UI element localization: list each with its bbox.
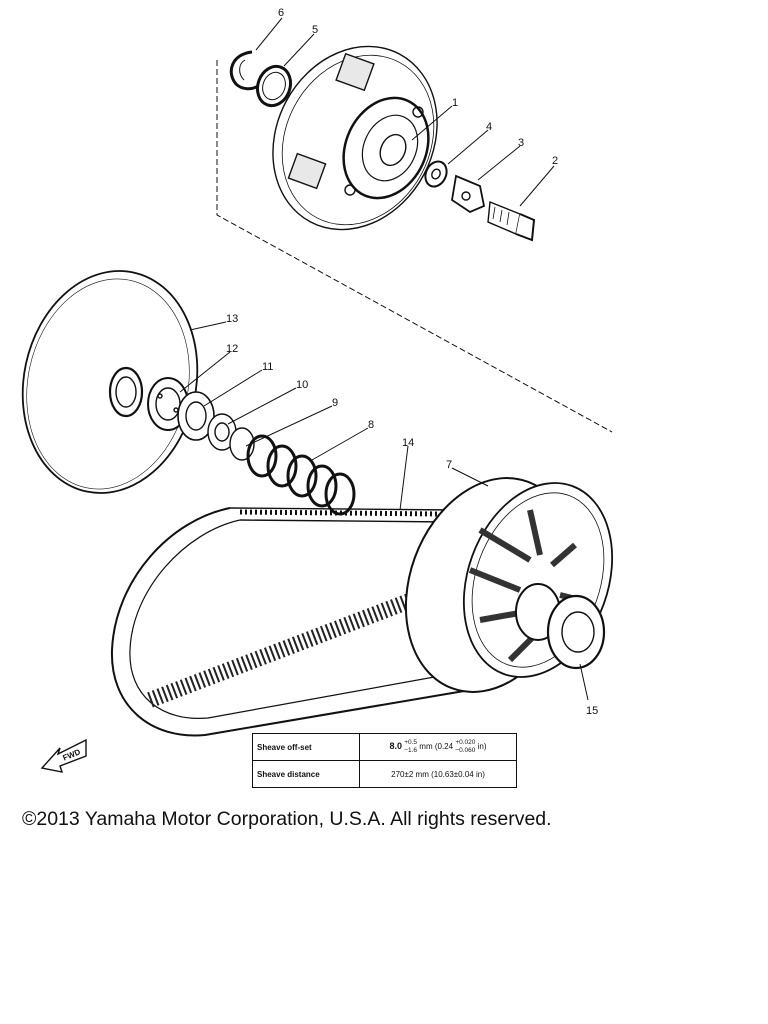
offset-tol-minus: −1.6 [404,747,418,754]
compression-spring-part-8 [246,434,356,516]
sheave-spec-table: Sheave off-set 8.0 +0.5 −1.6 mm (0.24 +0… [252,733,517,788]
spacer-part-11 [177,391,215,441]
callout-5: 5 [312,24,318,36]
callout-14: 14 [402,437,414,449]
sheave-offset-value: 8.0 +0.5 −1.6 mm (0.24 +0.020 −0.060 in) [359,733,517,761]
sheave-cover-part-1 [216,45,613,433]
callout-13: 13 [226,313,238,325]
offset-base: 8.0 [389,741,402,752]
v-belt-part-14 [110,507,471,737]
exploded-parts-diagram: 1 2 3 4 5 6 7 8 9 10 11 12 13 14 15 FWD [21,7,614,773]
offset-tolerance: +0.5 −1.6 [404,739,417,755]
offset-in-minus: −0.060 [455,747,476,754]
sheave-offset-label: Sheave off-set [252,733,360,761]
callout-7: 7 [446,459,452,471]
callout-12: 12 [226,343,238,355]
ring-part-5 [255,64,293,108]
callout-10: 10 [296,379,308,391]
callout-6: 6 [278,7,284,19]
circlip-part-6 [229,50,259,91]
offset-unit: mm (0.24 [419,742,454,752]
lock-plate-part-3 [451,174,486,214]
callout-8: 8 [368,419,374,431]
callout-1: 1 [452,97,458,109]
sheave-distance-label: Sheave distance [252,760,360,788]
callout-9: 9 [332,397,338,409]
sheave-distance-value: 270±2 mm (10.63±0.04 in) [359,760,517,788]
washer-part-4 [424,160,448,188]
bolt-part-2 [487,201,536,242]
table-row: Sheave distance 270±2 mm (10.63±0.04 in) [252,760,517,788]
offset-in-plus: +0.020 [455,739,476,746]
sliding-sheave-part-13 [21,270,199,494]
callout-15: 15 [586,705,598,717]
leader-lines [179,17,589,701]
secondary-sheave-part-7 [404,477,614,693]
offset-inch-tolerance: +0.020 −0.060 [455,739,475,755]
callout-2: 2 [552,155,558,167]
copyright-notice: ©2013 Yamaha Motor Corporation, U.S.A. A… [22,808,552,830]
offset-tol-plus: +0.5 [404,739,418,746]
fwd-arrow-icon [40,738,87,773]
table-row: Sheave off-set 8.0 +0.5 −1.6 mm (0.24 +0… [252,733,517,761]
callout-4: 4 [486,121,492,133]
offset-in-unit: in) [477,742,487,752]
callout-11: 11 [262,361,273,373]
callout-3: 3 [518,137,524,149]
